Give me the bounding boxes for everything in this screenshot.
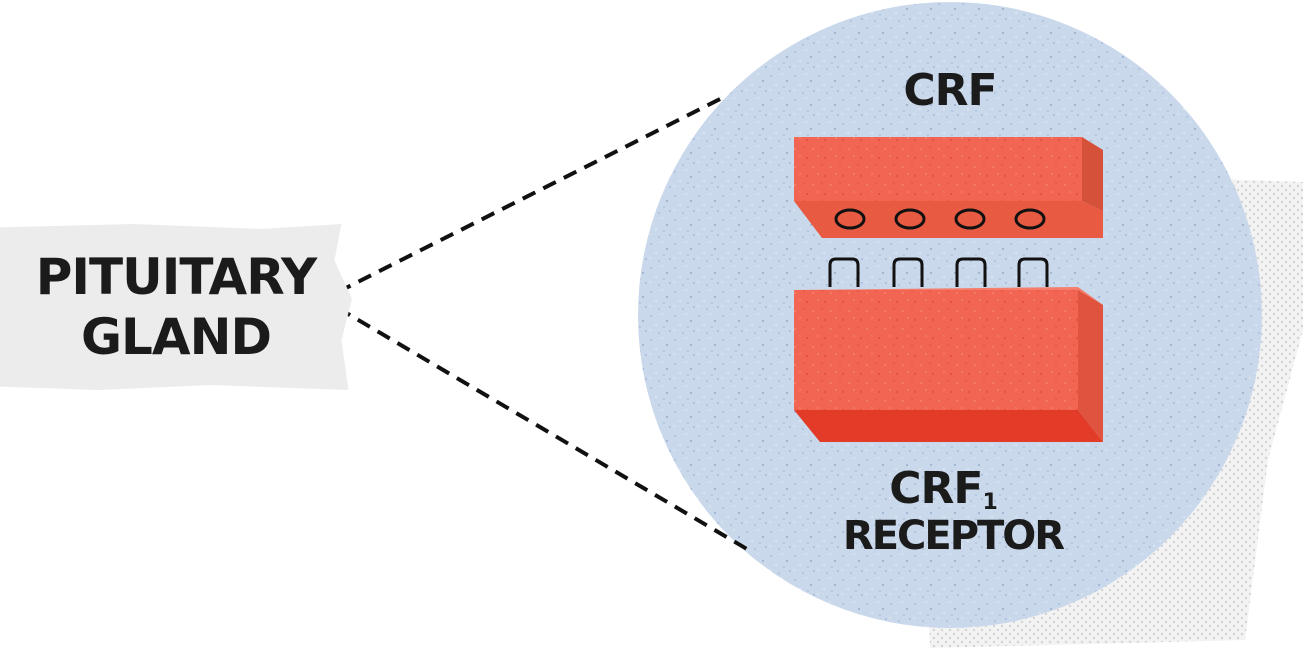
connector-line-lower	[336, 306, 754, 554]
receptor-peg-3	[955, 257, 987, 287]
binding-ring-1	[834, 208, 866, 230]
crf-block	[794, 137, 1103, 238]
receptor-pegs	[828, 257, 1049, 287]
crf-block-side	[1082, 137, 1103, 211]
receptor-label-word: RECEPTOR	[843, 513, 1064, 559]
receptor-label-name: CRF1	[889, 463, 997, 515]
crf-block-underside	[794, 201, 1103, 238]
crf-label: CRF	[903, 65, 996, 116]
receptor-block	[794, 287, 1103, 442]
receptor-name-main: CRF	[889, 463, 982, 514]
crf-block-face	[794, 137, 1082, 201]
gland-label-line-1: PITUITARY	[35, 248, 317, 306]
connector-line-upper	[337, 93, 729, 294]
binding-ring-3	[954, 208, 986, 230]
gland-label-box: PITUITARY GLAND	[0, 224, 352, 390]
gland-label-line-2: GLAND	[81, 308, 272, 366]
receptor-peg-2	[892, 257, 924, 287]
binding-ring-4	[1014, 208, 1046, 230]
receptor-block-face	[794, 290, 1078, 410]
receptor-block-side	[1078, 290, 1103, 442]
receptor-peg-1	[828, 257, 860, 287]
receptor-name-subscript: 1	[982, 490, 996, 515]
receptor-peg-4	[1017, 257, 1049, 287]
receptor-block-bottom-edge	[794, 410, 1103, 442]
binding-ring-2	[894, 208, 926, 230]
